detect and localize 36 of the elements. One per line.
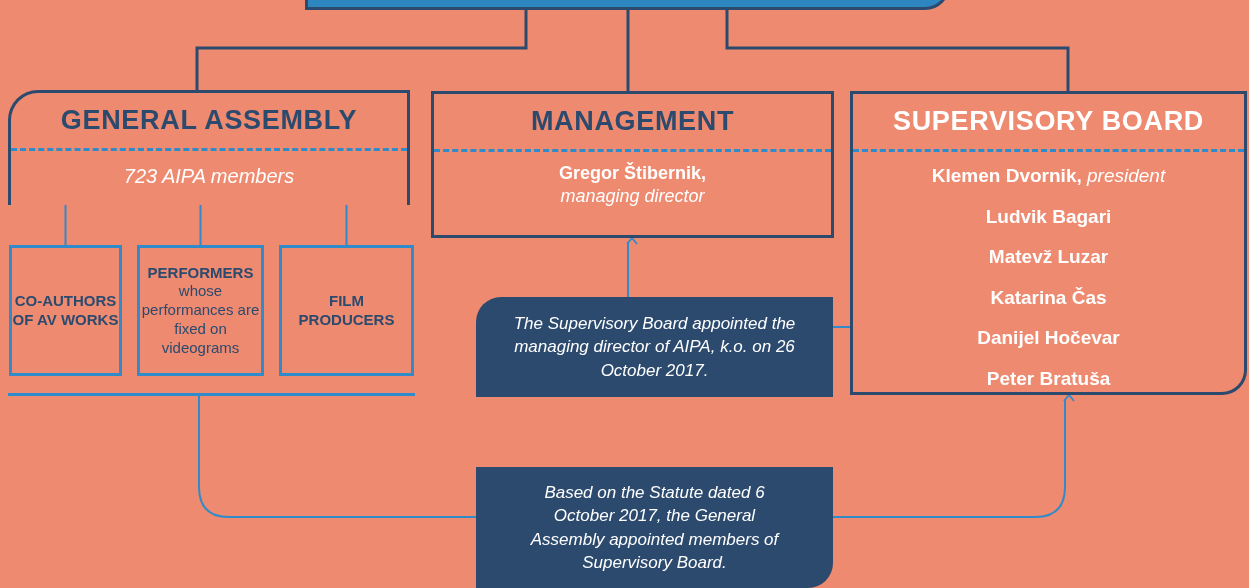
member-group-box bbox=[9, 245, 122, 376]
connector-line bbox=[725, 10, 1070, 91]
connector-line bbox=[345, 204, 348, 246]
note-box bbox=[476, 297, 833, 397]
body-text: Danijel Hočevar bbox=[976, 326, 1121, 350]
heading: SUPERVISORY BOARD bbox=[853, 94, 1244, 152]
body-text: FILM PRODUCERS bbox=[297, 291, 396, 330]
arrow bbox=[626, 237, 638, 298]
body-text: Gregor Štibernik, managing director bbox=[557, 162, 707, 207]
underline-bar bbox=[8, 393, 415, 396]
heading: MANAGEMENT bbox=[434, 94, 831, 152]
body-text: Peter Bratuša bbox=[985, 366, 1112, 391]
body-text: Ludvik Bagari bbox=[984, 204, 1113, 229]
body-text: Katarina Čas bbox=[989, 285, 1108, 310]
connector-line bbox=[198, 395, 477, 518]
member-group-box bbox=[279, 245, 414, 376]
connector-line bbox=[832, 326, 851, 328]
supervisory-board-box bbox=[850, 91, 1247, 395]
connector-line bbox=[199, 204, 202, 246]
body-text: CO-AUTHORS OF AV WORKS bbox=[12, 291, 119, 330]
body-text: PERFORMERS bbox=[146, 263, 255, 283]
general-assembly-box bbox=[8, 90, 410, 205]
heading: GENERAL ASSEMBLY bbox=[11, 93, 407, 151]
connector-line bbox=[195, 10, 528, 90]
connector-line bbox=[64, 204, 67, 246]
arrow bbox=[832, 394, 1075, 518]
note-text: Based on the Statute dated 6 October 2017, the General Assembly appointed members of Supervisory Board. bbox=[529, 481, 781, 574]
note-text: The Supervisory Board appointed the managing director of AIPA, k.o. on 26 October 2017. bbox=[512, 312, 797, 382]
connector-line bbox=[626, 10, 630, 91]
note-box bbox=[476, 467, 833, 588]
management-box bbox=[431, 91, 834, 238]
body-text: whose performances are fixed on videograms bbox=[140, 282, 261, 358]
member-group-box bbox=[137, 245, 264, 376]
body-text: Matevž Luzar bbox=[987, 245, 1110, 269]
body-text: Klemen Dvornik, president bbox=[930, 164, 1167, 188]
body-text: 723 AIPA members bbox=[122, 164, 296, 189]
